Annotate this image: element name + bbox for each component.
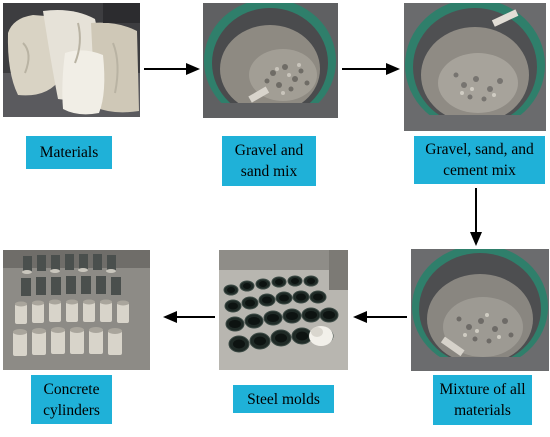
gravel-sand-label-text: Gravel and sand mix xyxy=(234,142,304,180)
steel-molds-photo xyxy=(219,250,348,370)
gravel-sand-cement-label-text: Gravel, sand, and cement mix xyxy=(425,141,534,179)
concrete-cylinders-icon xyxy=(3,250,150,370)
full-mixture-photo xyxy=(411,249,549,371)
arrow-gravel-sand-to-cement xyxy=(342,62,400,76)
gravel-sand-label: Gravel and sand mix xyxy=(222,136,316,186)
gravel-sand-photo xyxy=(203,3,338,118)
gravel-sand-cement-photo xyxy=(404,3,546,131)
steel-molds-label-text: Steel molds xyxy=(247,390,320,408)
steel-molds-icon xyxy=(219,250,348,370)
arrow-left-icon xyxy=(163,311,215,323)
full-mixture-mixer-icon xyxy=(411,249,549,371)
arrow-right-icon xyxy=(342,63,400,75)
materials-bags-icon xyxy=(3,3,140,117)
concrete-cylinders-label-text: Concrete cylinders xyxy=(43,380,100,419)
arrow-materials-to-gravel-sand xyxy=(144,62,200,76)
arrow-left-icon xyxy=(353,311,407,323)
materials-photo xyxy=(3,3,140,117)
materials-label-text: Materials xyxy=(39,144,99,161)
gravel-sand-cement-label: Gravel, sand, and cement mix xyxy=(414,136,545,184)
arrow-down-icon xyxy=(470,188,482,246)
materials-label: Materials xyxy=(26,136,112,169)
concrete-cylinders-photo xyxy=(3,250,150,370)
arrow-molds-to-cylinders xyxy=(163,310,215,324)
arrow-full-mixture-to-molds xyxy=(353,310,407,324)
gravel-sand-cement-mixer-icon xyxy=(404,3,546,131)
concrete-cylinders-label: Concrete cylinders xyxy=(31,375,112,424)
steel-molds-label: Steel molds xyxy=(233,385,334,413)
gravel-sand-mixer-icon xyxy=(203,3,338,118)
full-mixture-label-text: Mixture of all materials xyxy=(439,381,526,419)
arrow-right-icon xyxy=(144,63,200,75)
full-mixture-label: Mixture of all materials xyxy=(433,375,532,425)
arrow-cement-to-full-mixture xyxy=(469,188,483,246)
